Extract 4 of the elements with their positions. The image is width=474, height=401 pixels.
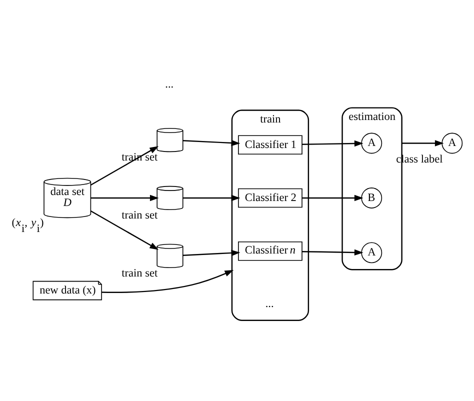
node-label: train set [122,209,158,222]
node-label: train set [122,267,158,280]
label: ... [165,78,174,90]
label: ... [265,298,274,310]
